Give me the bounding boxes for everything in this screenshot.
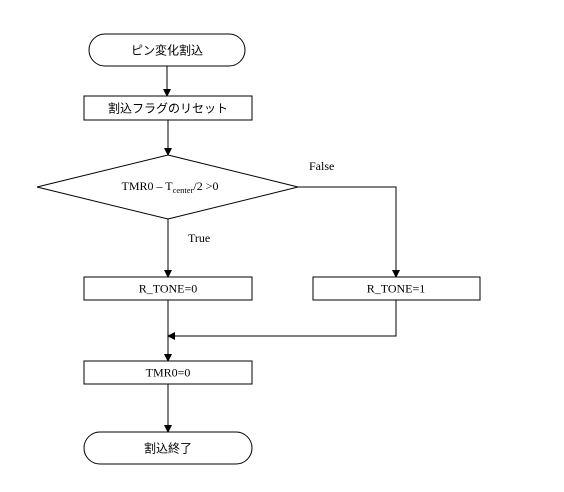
reset-timer-label: TMR0=0: [146, 366, 191, 380]
end-terminal: 割込終了: [83, 431, 253, 465]
set-tone-0-process: R_TONE=0: [83, 276, 253, 301]
decision-suffix: /2 >0: [193, 179, 218, 193]
set-tone-0-label: R_TONE=0: [139, 282, 198, 296]
decision-subscript: center: [173, 185, 194, 195]
set-tone-1-process: R_TONE=1: [312, 276, 481, 301]
start-terminal: ピン変化割込: [88, 33, 246, 67]
reset-timer-process: TMR0=0: [83, 360, 253, 385]
decision-diamond: TMR0 – Tcenter/2 >0: [36, 154, 299, 220]
decision-condition: TMR0 – Tcenter/2 >0: [122, 179, 219, 195]
reset-flag-process: 割込フラグのリセット: [83, 95, 253, 121]
branch-true-label: True: [188, 231, 210, 245]
start-label: ピン変化割込: [131, 43, 203, 58]
edge-decision-false-to-tone-1: [298, 186, 400, 278]
set-tone-1-label: R_TONE=1: [367, 282, 426, 296]
branch-false-label: False: [309, 159, 334, 173]
decision-prefix: TMR0 – T: [122, 179, 174, 193]
edge-tone-1-merge: [167, 300, 397, 340]
end-label: 割込終了: [144, 441, 192, 456]
reset-flag-label: 割込フラグのリセット: [108, 101, 228, 116]
